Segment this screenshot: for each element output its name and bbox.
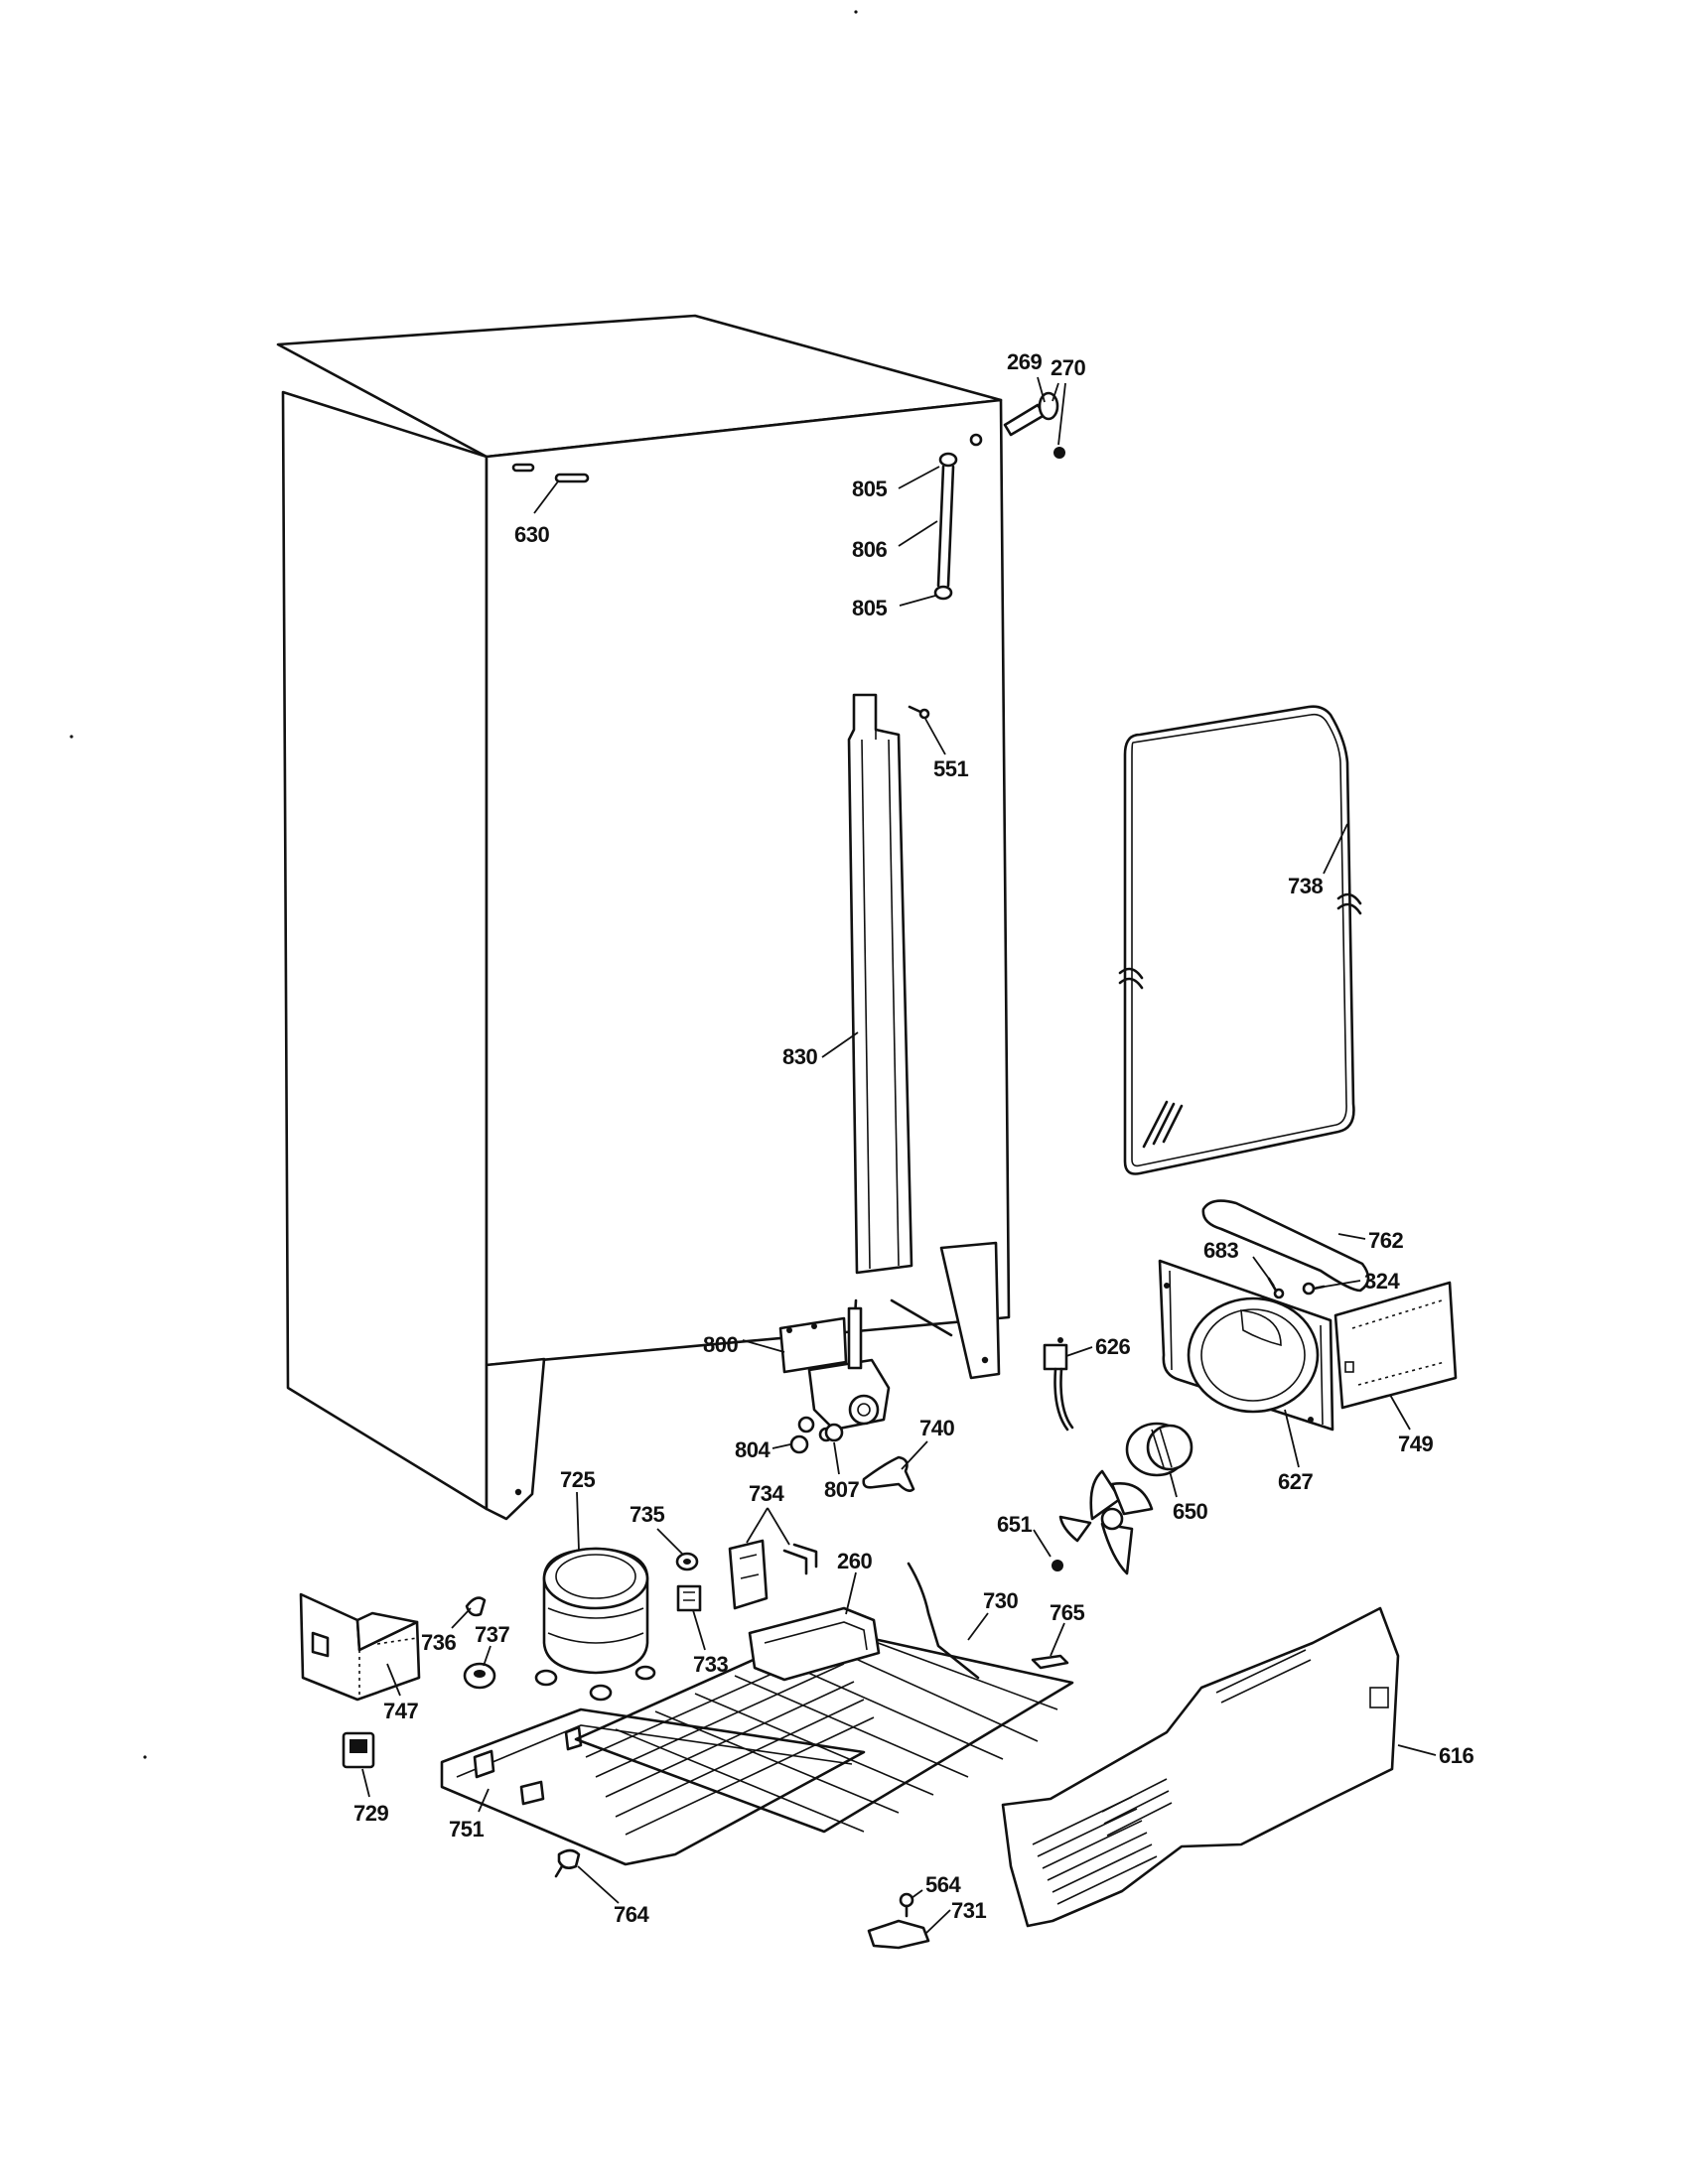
part-564-screw <box>899 1892 914 1918</box>
callout-805-bottom: 805 <box>852 596 887 620</box>
part-725-compressor <box>534 1547 656 1702</box>
part-800-valve <box>778 1298 891 1442</box>
callout-830: 830 <box>782 1044 817 1069</box>
part-764-clip <box>554 1848 581 1878</box>
callout-564: 564 <box>925 1872 961 1897</box>
callout-735: 735 <box>630 1502 664 1527</box>
part-762-strip <box>1201 1199 1370 1293</box>
part-269-bolt <box>1003 391 1059 437</box>
callout-labels: 269 270 805 806 805 630 551 738 830 762 … <box>353 349 1474 1927</box>
callout-551: 551 <box>933 756 968 781</box>
callout-731: 731 <box>951 1898 986 1923</box>
callout-800: 800 <box>703 1332 738 1357</box>
callout-747: 747 <box>383 1699 418 1723</box>
part-551-screw <box>908 705 930 720</box>
part-765-bracket <box>1031 1654 1069 1670</box>
part-751-base-pan <box>440 1707 866 1866</box>
callout-736: 736 <box>421 1630 456 1655</box>
callout-630: 630 <box>514 522 549 547</box>
part-650-motor <box>1125 1422 1193 1477</box>
callout-804: 804 <box>735 1437 771 1462</box>
part-627-shroud <box>1158 1259 1334 1432</box>
callout-627: 627 <box>1278 1469 1313 1494</box>
callout-270: 270 <box>1051 355 1085 380</box>
part-806-hose <box>933 452 958 601</box>
part-738-gasket <box>1118 705 1362 1175</box>
part-260-pan <box>748 1606 881 1682</box>
leader-lines <box>361 376 1437 1935</box>
callout-738: 738 <box>1288 874 1323 898</box>
callout-650: 650 <box>1173 1499 1207 1524</box>
callout-269: 269 <box>1007 349 1042 374</box>
callout-616: 616 <box>1439 1743 1474 1768</box>
part-270-nut <box>1053 447 1065 459</box>
callout-324: 324 <box>1364 1269 1400 1294</box>
part-749-cover <box>1333 1281 1458 1410</box>
part-735-grommet <box>675 1552 699 1571</box>
callout-806: 806 <box>852 537 887 562</box>
callout-683: 683 <box>1203 1238 1238 1263</box>
part-736-clip <box>465 1596 487 1617</box>
callout-260: 260 <box>837 1549 872 1573</box>
callout-733: 733 <box>693 1652 728 1677</box>
part-830-channel <box>847 693 913 1275</box>
part-616-grille <box>1001 1606 1400 1928</box>
part-729-capacitor <box>342 1731 375 1769</box>
callout-764: 764 <box>614 1902 649 1927</box>
callout-737: 737 <box>475 1622 509 1647</box>
callout-762: 762 <box>1368 1228 1403 1253</box>
callout-807: 807 <box>824 1477 859 1502</box>
callout-729: 729 <box>353 1801 388 1826</box>
part-807-fitting <box>824 1423 844 1442</box>
callout-730: 730 <box>983 1588 1018 1613</box>
refrigerator-cabinet <box>276 314 1011 1521</box>
scan-specks <box>70 10 858 1759</box>
part-804-fitting <box>789 1434 809 1454</box>
callout-725: 725 <box>560 1467 595 1492</box>
part-626-thermostat <box>1043 1337 1074 1432</box>
callout-740: 740 <box>919 1416 954 1440</box>
part-651-fan-blade <box>1052 1469 1154 1575</box>
callout-749: 749 <box>1398 1432 1433 1456</box>
part-737-grommet <box>463 1662 496 1690</box>
part-734-relay <box>728 1539 818 1610</box>
callout-734: 734 <box>749 1481 784 1506</box>
part-730-condenser <box>574 1562 1074 1836</box>
callout-765: 765 <box>1050 1600 1084 1625</box>
callout-805-top: 805 <box>852 477 887 501</box>
part-733-overload <box>676 1584 702 1612</box>
part-324-screw <box>1302 1282 1326 1296</box>
part-747-shield <box>299 1592 421 1702</box>
callout-651: 651 <box>997 1512 1032 1537</box>
callout-626: 626 <box>1095 1334 1130 1359</box>
part-630-plug <box>554 473 590 483</box>
part-731-bracket <box>867 1919 930 1950</box>
callout-751: 751 <box>449 1817 484 1842</box>
part-740-clip <box>862 1455 915 1492</box>
